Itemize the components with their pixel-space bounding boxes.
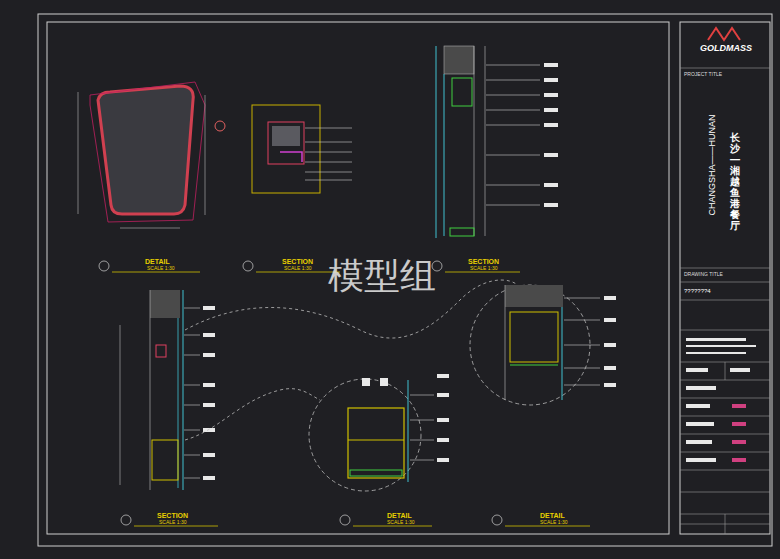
scale-note: SCALE 1:30 (470, 266, 498, 272)
project-name: CHANGSHA——HUNAN (708, 114, 718, 215)
drawing-number: ???????4 (684, 288, 711, 295)
company-logo: GOLDMASS (700, 44, 752, 54)
view-title: SECTION (157, 512, 188, 520)
field-label: PROJECT TITLE (684, 72, 722, 78)
view-title: SECTION (468, 258, 499, 266)
project-name: 长沙—湘越鱼港餐厅 (730, 132, 740, 231)
watermark: 模型组 (328, 256, 436, 296)
view-title: DETAIL (145, 258, 170, 266)
view-title: DETAIL (540, 512, 565, 520)
field-label: DRAWING TITLE (684, 272, 723, 278)
scale-note: SCALE 1:30 (159, 520, 187, 526)
scale-note: SCALE 1:30 (147, 266, 175, 272)
scale-note: SCALE 1:30 (284, 266, 312, 272)
view-title: SECTION (282, 258, 313, 266)
scale-note: SCALE 1:30 (540, 520, 568, 526)
view-title: DETAIL (387, 512, 412, 520)
scale-note: SCALE 1:30 (387, 520, 415, 526)
